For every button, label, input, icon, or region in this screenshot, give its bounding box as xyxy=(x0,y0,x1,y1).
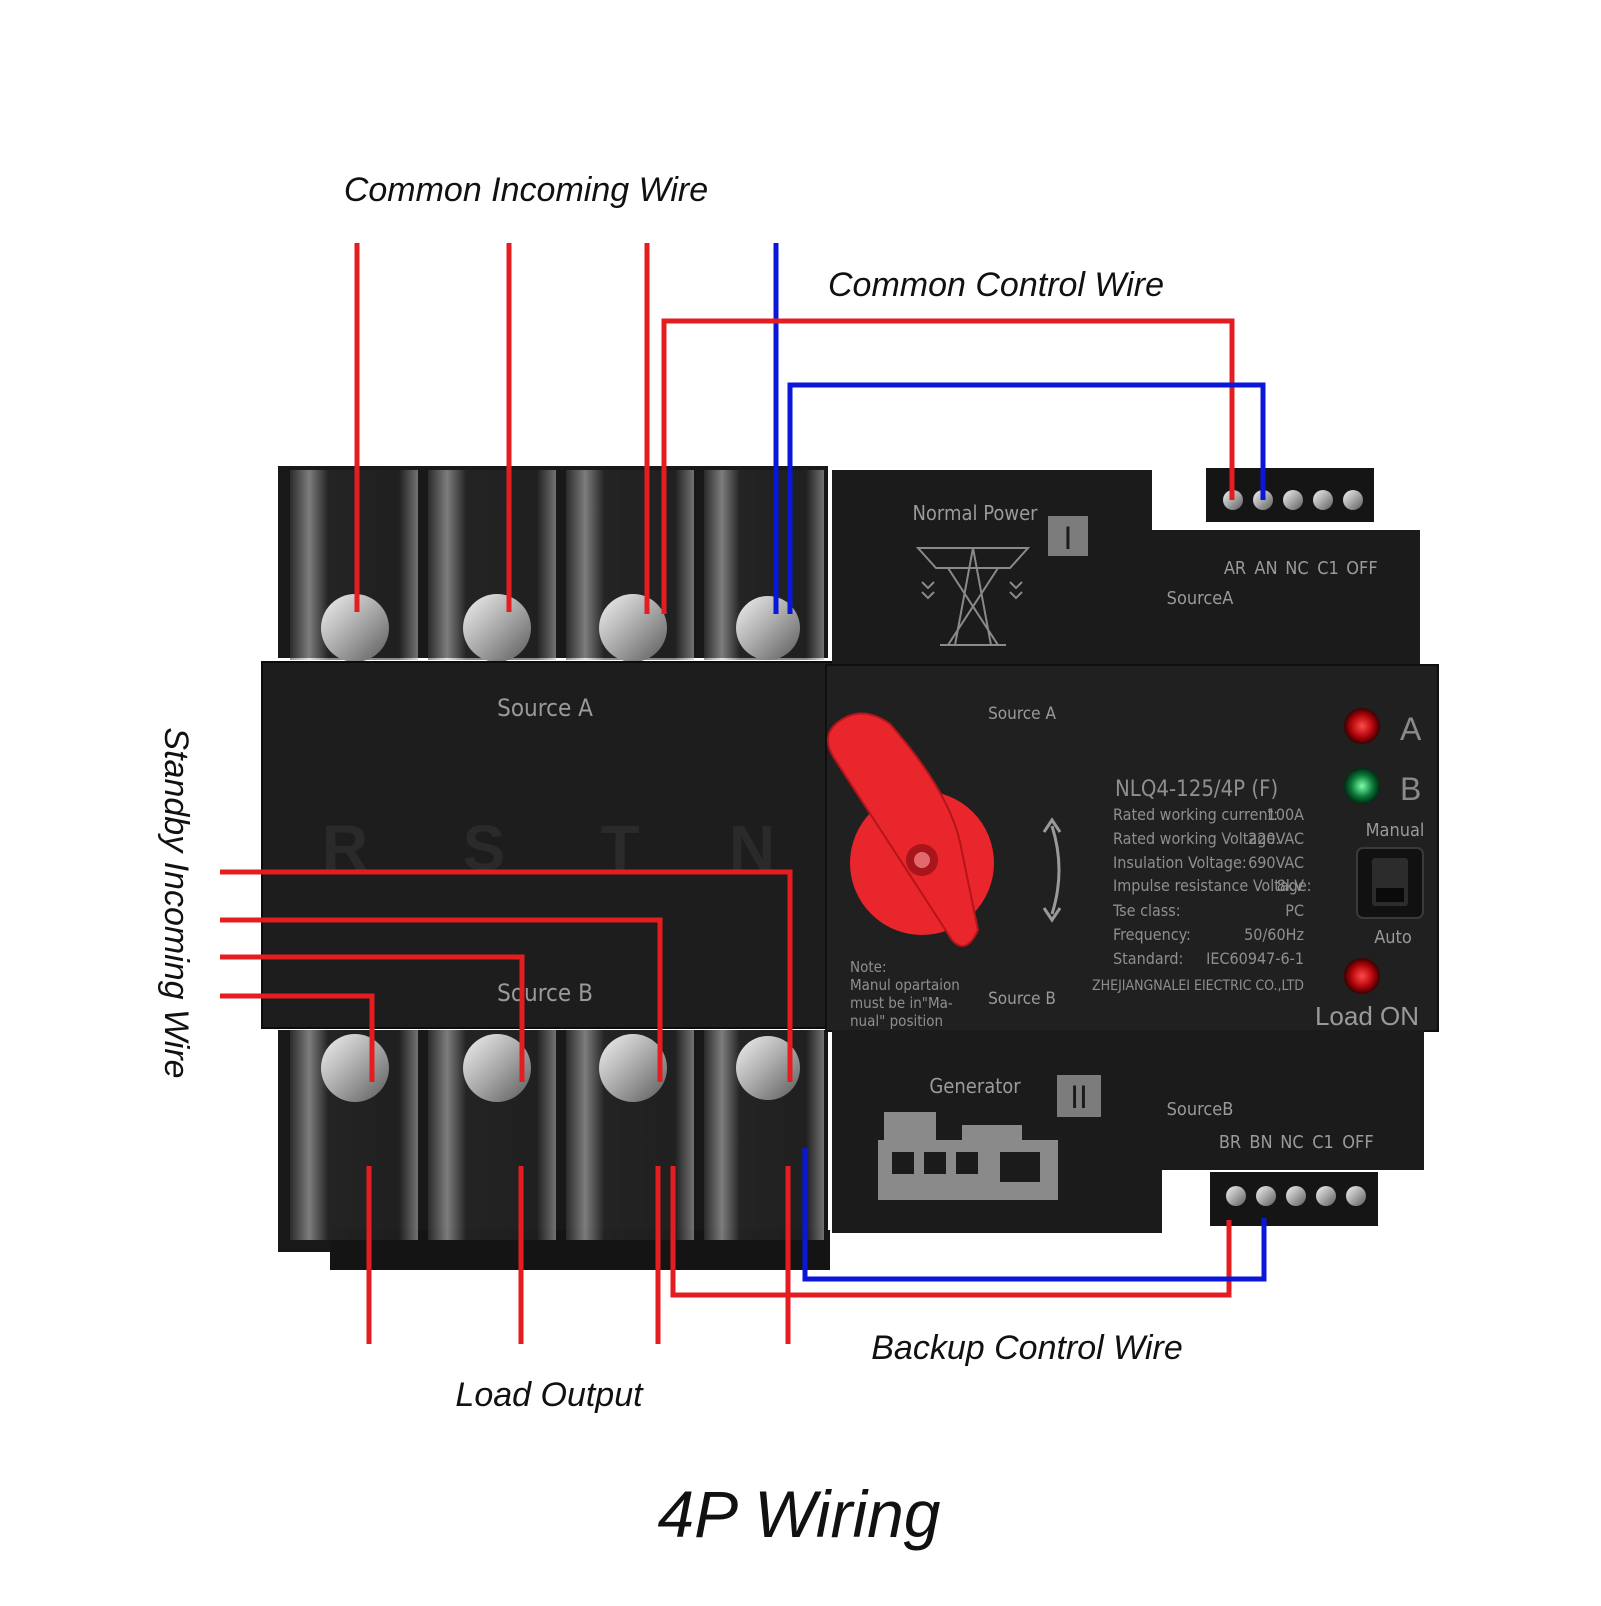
svg-text:NC: NC xyxy=(1285,558,1308,579)
common-control-label: Common Control Wire xyxy=(828,266,1164,304)
load-output-label: Load Output xyxy=(455,1376,644,1414)
manual-auto-switch[interactable] xyxy=(1356,847,1424,919)
transmission-tower-icon xyxy=(915,547,1031,646)
auto-label: Auto xyxy=(1374,927,1412,948)
spec-value: IEC60947-6-1 xyxy=(1206,949,1304,968)
spec-value: 690VAC xyxy=(1248,853,1304,872)
screw xyxy=(321,1034,389,1102)
spec-label: Frequency: xyxy=(1113,925,1191,944)
screw xyxy=(736,1036,800,1100)
roman-two-badge: II xyxy=(1070,1079,1088,1115)
wire-standby-r xyxy=(220,993,375,1082)
screw xyxy=(736,596,800,660)
wire-standby-t xyxy=(220,917,663,1082)
screw xyxy=(463,1034,531,1102)
indicator-b-label: B xyxy=(1400,771,1421,807)
svg-text:C1: C1 xyxy=(1317,558,1339,579)
wire-backup-live xyxy=(670,1166,1232,1298)
svg-text:OFF: OFF xyxy=(1346,558,1377,579)
svg-text:AR: AR xyxy=(1224,558,1246,579)
svg-text:AN: AN xyxy=(1254,558,1277,579)
svg-text:C1: C1 xyxy=(1312,1132,1334,1153)
spec-value: 8kV xyxy=(1277,876,1304,895)
manufacturer-label: ZHEJIANGNALEI EIECTRIC CO.,LTD xyxy=(1092,978,1304,994)
wire-control-a-live xyxy=(661,318,1235,614)
operation-note: Note: Manul opartaion must be in"Ma- nua… xyxy=(850,958,960,1030)
backup-control-label: Backup Control Wire xyxy=(871,1329,1182,1367)
standby-incoming-wires xyxy=(220,869,793,1082)
source-b-terminal-block xyxy=(1210,1172,1378,1226)
svg-text:BN: BN xyxy=(1249,1132,1272,1153)
indicator-a-label: A xyxy=(1400,711,1422,747)
panel-source-b-label: Source B xyxy=(988,989,1056,1009)
spec-list: Rated working current: 100A Rated workin… xyxy=(1112,805,1312,968)
diagram-title: 4P Wiring xyxy=(657,1477,940,1551)
normal-power-label: Normal Power xyxy=(912,501,1038,525)
indicator-b-led xyxy=(1344,768,1380,804)
wire-standby-s xyxy=(220,954,525,1082)
source-a-ctrl-label: SourceA xyxy=(1167,588,1234,609)
backup-control-wires xyxy=(670,1148,1267,1298)
screw xyxy=(321,594,389,662)
spec-label: Rated working current: xyxy=(1113,805,1278,824)
upper-terminal-screws xyxy=(321,594,800,662)
source-b-ctrl-label: SourceB xyxy=(1167,1099,1234,1120)
spec-value: 50/60Hz xyxy=(1244,925,1304,944)
spec-label: Standard: xyxy=(1113,949,1183,968)
spec-value: 100A xyxy=(1267,805,1304,824)
wire-control-a-neutral xyxy=(787,382,1266,614)
screw xyxy=(599,594,667,662)
source-a-terminal-labels: AR AN NC C1 OFF xyxy=(1224,558,1378,579)
load-output-wires xyxy=(366,1166,791,1344)
lower-pole-bays xyxy=(290,1030,824,1240)
lower-terminal-screws xyxy=(321,1034,800,1102)
common-control-wires xyxy=(661,318,1266,614)
roman-one-badge: I xyxy=(1064,520,1073,556)
spec-value: 220VAC xyxy=(1248,829,1304,848)
screw xyxy=(599,1034,667,1102)
indicator-a-led xyxy=(1344,708,1380,744)
panel-source-a-label: Source A xyxy=(988,704,1056,724)
front-source-b-label: Source B xyxy=(497,979,593,1007)
front-source-a-label: Source A xyxy=(497,694,593,722)
ats-switch-body: R S T N Source A Source B Normal Power I… xyxy=(261,466,1439,1270)
common-incoming-wires xyxy=(354,243,650,614)
source-b-terminal-labels: BR BN NC C1 OFF xyxy=(1219,1132,1374,1153)
svg-text:nual" position: nual" position xyxy=(850,1012,943,1030)
wire-standby-n xyxy=(220,869,793,1082)
spec-label: Insulation Voltage: xyxy=(1113,853,1247,872)
manual-label: Manual xyxy=(1366,820,1425,841)
rotary-handle[interactable] xyxy=(827,712,994,948)
spec-label: Impulse resistance Voltage: xyxy=(1113,876,1312,895)
svg-text:must be in"Ma-: must be in"Ma- xyxy=(850,994,953,1012)
svg-text:Note:: Note: xyxy=(850,958,887,976)
pole-cover xyxy=(261,661,833,1029)
common-incoming-label: Common Incoming Wire xyxy=(344,171,708,209)
wire-backup-neutral xyxy=(802,1148,1267,1282)
spec-label: Rated working Voltage: xyxy=(1113,829,1280,848)
screw xyxy=(463,594,531,662)
svg-text:BR: BR xyxy=(1219,1132,1241,1153)
svg-text:NC: NC xyxy=(1280,1132,1303,1153)
svg-text:OFF: OFF xyxy=(1342,1132,1373,1153)
load-on-led xyxy=(1344,958,1380,994)
rotation-arrow-icon xyxy=(1042,817,1062,923)
spec-label: Tse class: xyxy=(1112,901,1181,920)
standby-incoming-label: Standby Incoming Wire xyxy=(157,727,195,1078)
generator-label: Generator xyxy=(929,1074,1021,1098)
spec-value: PC xyxy=(1285,901,1304,920)
load-on-label: Load ON xyxy=(1315,1001,1419,1031)
control-housing-top xyxy=(832,470,1152,670)
svg-text:Manul opartaion: Manul opartaion xyxy=(850,976,960,994)
model-number: NLQ4-125/4P (F) xyxy=(1115,777,1278,802)
generator-icon xyxy=(878,1112,1058,1200)
